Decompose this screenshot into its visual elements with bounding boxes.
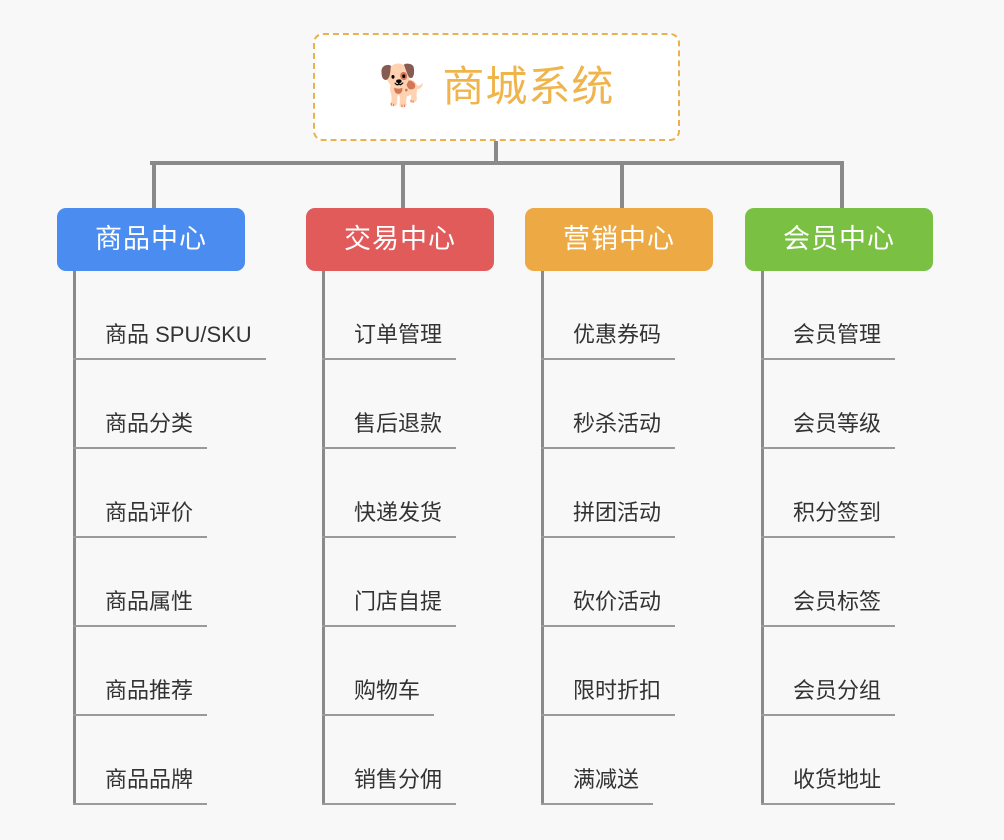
leaf-item[interactable]: 商品属性 <box>73 538 266 627</box>
connector-horizontal-bus <box>150 161 840 165</box>
leaf-item-label: 会员管理 <box>761 324 896 360</box>
leaf-item-label: 快递发货 <box>322 502 457 538</box>
connector-drop-3 <box>620 161 624 209</box>
category-header-label: 营销中心 <box>563 224 675 254</box>
connector-trunk-1 <box>73 271 76 805</box>
category-header-label: 交易中心 <box>344 224 456 254</box>
leaf-item-label: 商品品牌 <box>73 769 208 805</box>
leaf-item-label: 商品 SPU/SKU <box>73 324 266 360</box>
leaf-item-label: 购物车 <box>322 680 435 716</box>
leaf-item[interactable]: 门店自提 <box>322 538 457 627</box>
leaf-list-2: 订单管理售后退款快递发货门店自提购物车销售分佣 <box>322 271 457 805</box>
connector-root-stem <box>494 141 498 164</box>
leaf-item-label: 限时折扣 <box>541 680 676 716</box>
leaf-item-label: 秒杀活动 <box>541 413 676 449</box>
leaf-list-3: 优惠券码秒杀活动拼团活动砍价活动限时折扣满减送 <box>541 271 676 805</box>
leaf-item[interactable]: 会员标签 <box>761 538 896 627</box>
leaf-item[interactable]: 购物车 <box>322 627 456 716</box>
leaf-item-label: 商品属性 <box>73 591 208 627</box>
category-header-2[interactable]: 交易中心 <box>306 208 494 271</box>
connector-drop-2 <box>401 161 405 209</box>
root-node-mall-system[interactable]: 🐕 商城系统 <box>313 33 680 141</box>
leaf-item-label: 订单管理 <box>322 324 457 360</box>
connector-trunk-3 <box>541 271 544 805</box>
leaf-item[interactable]: 拼团活动 <box>541 449 676 538</box>
category-header-3[interactable]: 营销中心 <box>525 208 713 271</box>
leaf-item[interactable]: 优惠券码 <box>541 271 676 360</box>
leaf-item[interactable]: 售后退款 <box>322 360 457 449</box>
leaf-item[interactable]: 会员管理 <box>761 271 896 360</box>
leaf-item-label: 会员等级 <box>761 413 896 449</box>
leaf-item-label: 会员分组 <box>761 680 896 716</box>
leaf-item-label: 会员标签 <box>761 591 896 627</box>
leaf-item[interactable]: 限时折扣 <box>541 627 676 716</box>
leaf-item-label: 优惠券码 <box>541 324 676 360</box>
leaf-item[interactable]: 快递发货 <box>322 449 457 538</box>
leaf-list-1: 商品 SPU/SKU 商品分类商品评价商品属性商品推荐商品品牌 <box>73 271 266 805</box>
leaf-item-label: 收货地址 <box>761 769 896 805</box>
leaf-item[interactable]: 砍价活动 <box>541 538 676 627</box>
leaf-item-label: 售后退款 <box>322 413 457 449</box>
leaf-item-label: 门店自提 <box>322 591 457 627</box>
leaf-item-label: 销售分佣 <box>322 769 457 805</box>
category-header-label: 商品中心 <box>95 224 207 254</box>
leaf-item-label: 商品推荐 <box>73 680 208 716</box>
leaf-item-label: 砍价活动 <box>541 591 676 627</box>
leaf-item[interactable]: 满减送 <box>541 716 675 805</box>
leaf-item-label: 满减送 <box>541 769 654 805</box>
leaf-item[interactable]: 收货地址 <box>761 716 896 805</box>
category-header-label: 会员中心 <box>783 224 895 254</box>
leaf-item[interactable]: 会员等级 <box>761 360 896 449</box>
shiba-dog-face-icon: 🐕 <box>378 64 429 108</box>
leaf-item[interactable]: 商品分类 <box>73 360 266 449</box>
leaf-item-label: 积分签到 <box>761 502 896 538</box>
leaf-item-label: 商品评价 <box>73 502 208 538</box>
leaf-item[interactable]: 商品品牌 <box>73 716 266 805</box>
leaf-item[interactable]: 订单管理 <box>322 271 457 360</box>
category-header-1[interactable]: 商品中心 <box>57 208 245 271</box>
root-node-title: 商城系统 <box>442 63 615 110</box>
leaf-item-label: 拼团活动 <box>541 502 676 538</box>
leaf-list-4: 会员管理会员等级积分签到会员标签会员分组收货地址 <box>761 271 896 805</box>
leaf-item[interactable]: 会员分组 <box>761 627 896 716</box>
category-header-4[interactable]: 会员中心 <box>745 208 933 271</box>
leaf-item[interactable]: 销售分佣 <box>322 716 457 805</box>
leaf-item[interactable]: 商品 SPU/SKU <box>73 271 266 360</box>
leaf-item-label: 商品分类 <box>73 413 208 449</box>
leaf-item[interactable]: 秒杀活动 <box>541 360 676 449</box>
leaf-item[interactable]: 商品推荐 <box>73 627 266 716</box>
connector-drop-1 <box>152 161 156 209</box>
leaf-item[interactable]: 积分签到 <box>761 449 896 538</box>
connector-drop-4 <box>840 161 844 209</box>
connector-trunk-2 <box>322 271 325 805</box>
leaf-item[interactable]: 商品评价 <box>73 449 266 538</box>
connector-trunk-4 <box>761 271 764 805</box>
